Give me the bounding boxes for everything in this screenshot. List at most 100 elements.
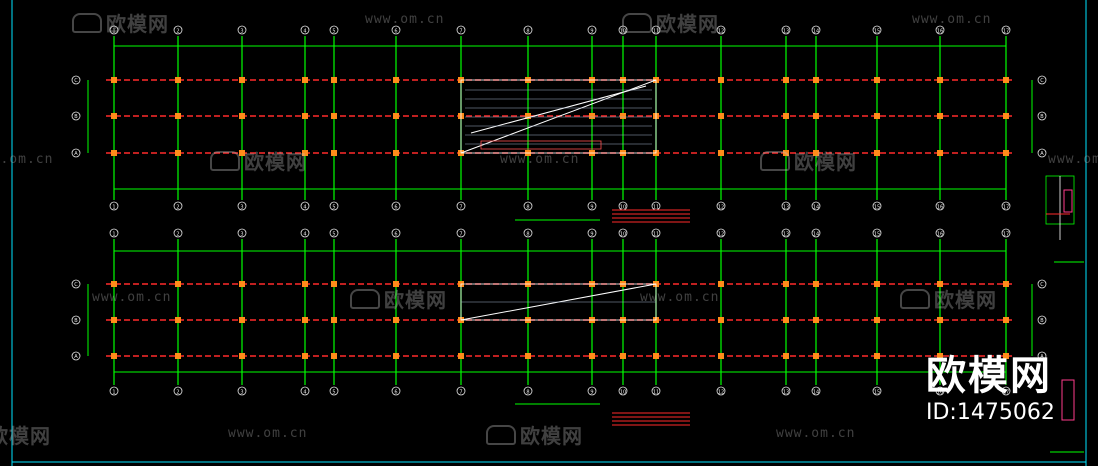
axis-label: 6 bbox=[394, 232, 397, 238]
axis-label: 5 bbox=[332, 29, 335, 35]
axis-bubble bbox=[618, 25, 628, 35]
column-marker bbox=[783, 150, 789, 156]
axis-bubble bbox=[456, 25, 466, 35]
column-marker bbox=[937, 113, 943, 119]
axis-bubble bbox=[935, 386, 945, 396]
axis-bubble bbox=[587, 228, 597, 238]
axis-label: 5 bbox=[332, 205, 335, 211]
column-marker bbox=[331, 113, 337, 119]
axis-label: B bbox=[1040, 318, 1044, 324]
axis-label: 3 bbox=[240, 205, 243, 211]
axis-label: C bbox=[1040, 78, 1044, 84]
axis-bubble bbox=[237, 386, 247, 396]
axis-bubble bbox=[391, 201, 401, 211]
axis-label: 10 bbox=[620, 390, 626, 396]
axis-bubble bbox=[329, 386, 339, 396]
axis-label: 14 bbox=[813, 205, 819, 211]
axis-bubble bbox=[71, 75, 81, 85]
column-marker bbox=[239, 281, 245, 287]
axis-bubble bbox=[300, 201, 310, 211]
axis-label: 13 bbox=[783, 29, 789, 35]
axis-label: 11 bbox=[653, 205, 659, 211]
axis-label: 9 bbox=[590, 232, 593, 238]
column-marker bbox=[175, 113, 181, 119]
axis-bubble bbox=[523, 25, 533, 35]
axis-label: 5 bbox=[332, 390, 335, 396]
axis-label: 7 bbox=[459, 232, 462, 238]
axis-label: 15 bbox=[874, 390, 880, 396]
axis-label: 16 bbox=[937, 390, 943, 396]
floor-plan-upper: 1122334455667788991010111112121313141415… bbox=[71, 25, 1047, 223]
column-marker bbox=[175, 317, 181, 323]
axis-bubble bbox=[811, 228, 821, 238]
axis-label: 14 bbox=[813, 390, 819, 396]
axis-label: 9 bbox=[590, 29, 593, 35]
column-marker bbox=[393, 77, 399, 83]
column-marker bbox=[393, 317, 399, 323]
column-marker bbox=[813, 353, 819, 359]
axis-bubble bbox=[781, 201, 791, 211]
axis-bubble bbox=[71, 111, 81, 121]
axis-bubble bbox=[935, 228, 945, 238]
axis-bubble bbox=[523, 228, 533, 238]
axis-label: 17 bbox=[1003, 390, 1009, 396]
column-marker bbox=[175, 150, 181, 156]
axis-label: 17 bbox=[1003, 232, 1009, 238]
axis-label: A bbox=[1040, 354, 1044, 360]
column-marker bbox=[718, 281, 724, 287]
detail-sections bbox=[1045, 175, 1084, 453]
axis-bubble bbox=[1037, 148, 1047, 158]
axis-bubble bbox=[523, 201, 533, 211]
axis-label: 10 bbox=[620, 232, 626, 238]
column-marker bbox=[937, 353, 943, 359]
column-marker bbox=[718, 77, 724, 83]
axis-bubble bbox=[173, 201, 183, 211]
axis-bubble bbox=[71, 315, 81, 325]
column-marker bbox=[783, 113, 789, 119]
axis-label: B bbox=[74, 114, 78, 120]
axis-bubble bbox=[109, 25, 119, 35]
axis-label: 13 bbox=[783, 205, 789, 211]
axis-bubble bbox=[71, 279, 81, 289]
column-marker bbox=[813, 281, 819, 287]
axis-label: 12 bbox=[718, 29, 724, 35]
column-marker bbox=[718, 113, 724, 119]
column-marker bbox=[331, 317, 337, 323]
drawing-frame bbox=[11, 0, 1087, 466]
axis-label: A bbox=[74, 354, 78, 360]
axis-label: 1 bbox=[112, 390, 115, 396]
axis-bubble bbox=[109, 201, 119, 211]
axis-label: 11 bbox=[653, 232, 659, 238]
axis-bubble bbox=[872, 228, 882, 238]
column-marker bbox=[331, 150, 337, 156]
axis-bubble bbox=[1037, 75, 1047, 85]
axis-bubble bbox=[329, 228, 339, 238]
column-marker bbox=[111, 317, 117, 323]
axis-bubble bbox=[237, 228, 247, 238]
axis-bubble bbox=[329, 25, 339, 35]
section-detail-member bbox=[1061, 379, 1075, 421]
axis-bubble bbox=[300, 386, 310, 396]
axis-bubble bbox=[173, 25, 183, 35]
axis-bubble bbox=[391, 25, 401, 35]
column-marker bbox=[239, 150, 245, 156]
column-marker bbox=[718, 353, 724, 359]
column-marker bbox=[302, 281, 308, 287]
column-marker bbox=[331, 77, 337, 83]
axis-label: 4 bbox=[303, 390, 306, 396]
column-marker bbox=[111, 113, 117, 119]
axis-bubble bbox=[872, 25, 882, 35]
axis-label: 1 bbox=[112, 232, 115, 238]
column-marker bbox=[302, 113, 308, 119]
column-marker bbox=[393, 113, 399, 119]
axis-bubble bbox=[1001, 228, 1011, 238]
axis-label: 5 bbox=[332, 232, 335, 238]
axis-bubble bbox=[781, 25, 791, 35]
axis-label: 4 bbox=[303, 29, 306, 35]
axis-label: A bbox=[1040, 151, 1044, 157]
axis-label: 9 bbox=[590, 205, 593, 211]
floor-plan-lower: 1122334455667788991010111112121313141415… bbox=[71, 228, 1047, 426]
axis-label: 3 bbox=[240, 232, 243, 238]
axis-bubble bbox=[1001, 201, 1011, 211]
